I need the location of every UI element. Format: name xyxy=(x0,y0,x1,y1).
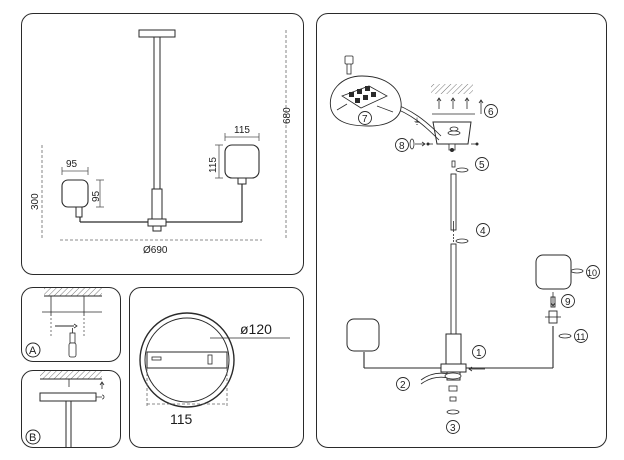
washer-icons xyxy=(409,130,584,415)
step-4: 4 xyxy=(480,226,486,237)
ceiling-hatch-a xyxy=(44,288,102,296)
step-9: 9 xyxy=(565,297,571,308)
step-7: 7 xyxy=(362,114,368,125)
central-body-assembly xyxy=(445,333,462,365)
rod-segment-lower xyxy=(450,243,457,335)
step-2: 2 xyxy=(400,380,406,391)
right-shade xyxy=(224,144,260,179)
dim-bracket-width: 115 xyxy=(170,411,193,427)
left-shade xyxy=(61,179,89,208)
dim-canopy-diameter: ø120 xyxy=(240,321,272,337)
dim-shade-left-width: 95 xyxy=(66,159,78,170)
detail-a-badge xyxy=(25,342,41,358)
step-3: 3 xyxy=(450,423,456,434)
dim-diameter: Ø690 xyxy=(143,245,168,256)
central-body xyxy=(151,188,163,220)
terminal-block-detail xyxy=(329,55,402,127)
canopy-b xyxy=(39,392,97,402)
suspension-rod xyxy=(153,36,161,190)
step-badges: 1 2 3 4 5 6 7 8 9 10 11 xyxy=(358,104,600,434)
dim-shade-left-height: 95 xyxy=(91,190,102,202)
detail-a-panel: A xyxy=(21,287,121,362)
canopy xyxy=(138,29,176,38)
left-shade-assembly xyxy=(346,318,380,352)
assembly-drawing: ⏚ xyxy=(329,55,600,434)
assembly-panel: ⏚ xyxy=(316,13,607,448)
dim-total-height: 680 xyxy=(282,107,293,124)
step-10: 10 xyxy=(587,268,597,278)
canopy-top-view-drawing: ø120 115 xyxy=(139,312,290,427)
step-8: 8 xyxy=(399,141,405,152)
dim-shade-right-width: 115 xyxy=(234,125,250,136)
step-5: 5 xyxy=(479,160,485,171)
main-dimension-panel: 115 115 95 95 680 300 Ø690 xyxy=(21,13,304,275)
step-11: 11 xyxy=(576,332,585,342)
detail-a-label: A xyxy=(29,345,37,357)
dim-min-height: 300 xyxy=(30,193,41,210)
screwdriver-icon xyxy=(69,332,76,344)
step-6: 6 xyxy=(488,107,494,118)
detail-b-drawing: B xyxy=(25,371,105,447)
detail-b-panel: B xyxy=(21,370,121,448)
detail-b-label: B xyxy=(29,432,36,444)
dim-shade-right-height: 115 xyxy=(208,157,219,173)
mounting-bracket xyxy=(146,351,228,369)
main-dimension-drawing: 115 115 95 95 680 300 Ø690 xyxy=(30,29,293,256)
ceiling-hatch-assembly xyxy=(431,84,473,94)
canopy-top-view-panel: ø120 115 xyxy=(129,287,304,448)
ceiling-hatch-b xyxy=(40,371,102,379)
step-1: 1 xyxy=(476,348,482,359)
detail-b-badge xyxy=(25,429,41,445)
ground-symbol: ⏚ xyxy=(413,117,421,126)
detail-a-drawing: A xyxy=(25,288,102,358)
right-shade-assembly xyxy=(535,254,572,290)
